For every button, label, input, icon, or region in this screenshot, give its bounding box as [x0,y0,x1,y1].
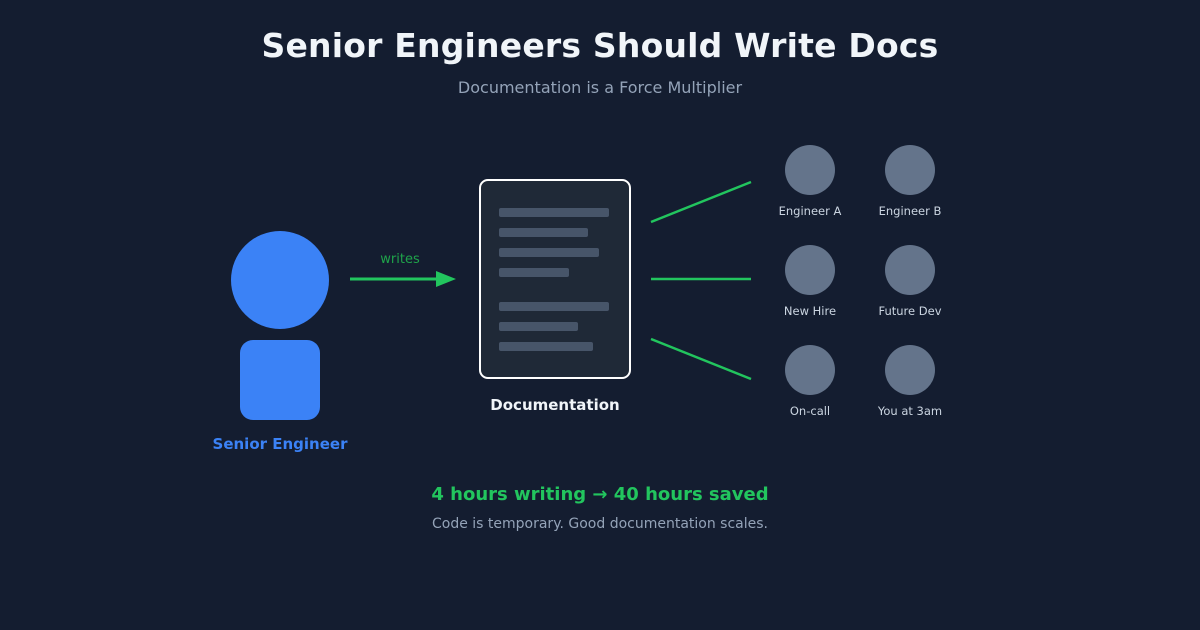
reader-node-you-at-3am: You at 3am [850,345,970,418]
author-node-label: Senior Engineer [212,435,348,453]
person-body-icon [240,340,320,420]
reader-node-label: On-call [789,404,831,418]
avatar [785,245,835,295]
documentation-card-label: Documentation [490,396,620,414]
impact-statement: 4 hours writing → 40 hours saved [431,484,769,505]
doc-line [499,208,609,217]
reader-node-new-hire: New Hire [750,245,870,318]
footnote-text: Code is temporary. Good documentation sc… [431,516,768,532]
avatar [885,245,935,295]
documentation-text-lines [499,208,614,362]
reader-node-on-call: On-call [750,345,870,418]
doc-line [499,302,609,311]
doc-line [499,342,593,351]
reader-node-label: Future Dev [878,304,942,318]
avatar [885,345,935,395]
reader-node-label: New Hire [783,304,837,318]
reader-node-label: Engineer B [878,204,942,218]
avatar [785,145,835,195]
reader-node-future-dev: Future Dev [850,245,970,318]
person-head-icon [231,231,329,329]
avatar [885,145,935,195]
doc-line [499,228,588,237]
page-subtitle: Documentation is a Force Multiplier [457,78,743,97]
doc-line [499,248,599,257]
reader-node-label: You at 3am [877,404,943,418]
doc-line [499,268,569,277]
writes-edge-label: writes [380,252,420,267]
doc-line [499,322,578,331]
reader-node-engineer-a: Engineer A [750,145,870,218]
connector-line-bottom [650,337,752,381]
reader-node-label: Engineer A [778,204,842,218]
reader-node-engineer-b: Engineer B [850,145,970,218]
avatar [785,345,835,395]
page-title: Senior Engineers Should Write Docs [261,26,939,65]
connector-line-top [650,180,752,224]
writes-arrow-icon [350,271,456,287]
